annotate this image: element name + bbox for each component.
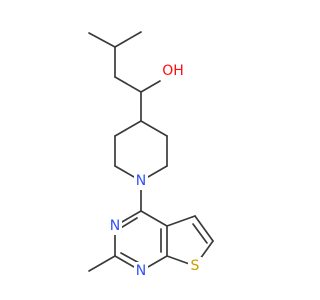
bond-methyl-b: [114, 31, 142, 48]
bond-c4a-c5: [166, 215, 196, 227]
bond-methyl-a: [88, 32, 116, 48]
bond-ch2-carbinol: [114, 76, 142, 93]
bond-c5-c6-double: [192, 223, 208, 244]
bond-pip-1: [140, 120, 168, 137]
bond-c5-c6: [194, 215, 214, 242]
pyrimidine-n1-label: N: [134, 262, 148, 280]
pyrimidine-n3-text: N: [110, 218, 120, 234]
hydroxyl-text: OH: [162, 63, 184, 79]
piperidine-nitrogen-text: N: [136, 173, 146, 189]
bond-carbinol-oh: [140, 80, 161, 93]
thiophene-sulfur-text: S: [191, 258, 200, 274]
bond-c4a-c4: [140, 210, 168, 227]
pyrimidine-n1-text: N: [136, 263, 146, 279]
bond-c2-methyl: [88, 255, 116, 272]
bond-pip-6: [114, 120, 142, 137]
molecule-structure: OH N N N S: [88, 31, 214, 280]
thiophene-sulfur-label: S: [188, 257, 202, 275]
hydroxyl-label: OH: [160, 62, 186, 80]
pyrimidine-n3-label: N: [108, 217, 122, 235]
piperidine-nitrogen-label: N: [134, 172, 148, 190]
